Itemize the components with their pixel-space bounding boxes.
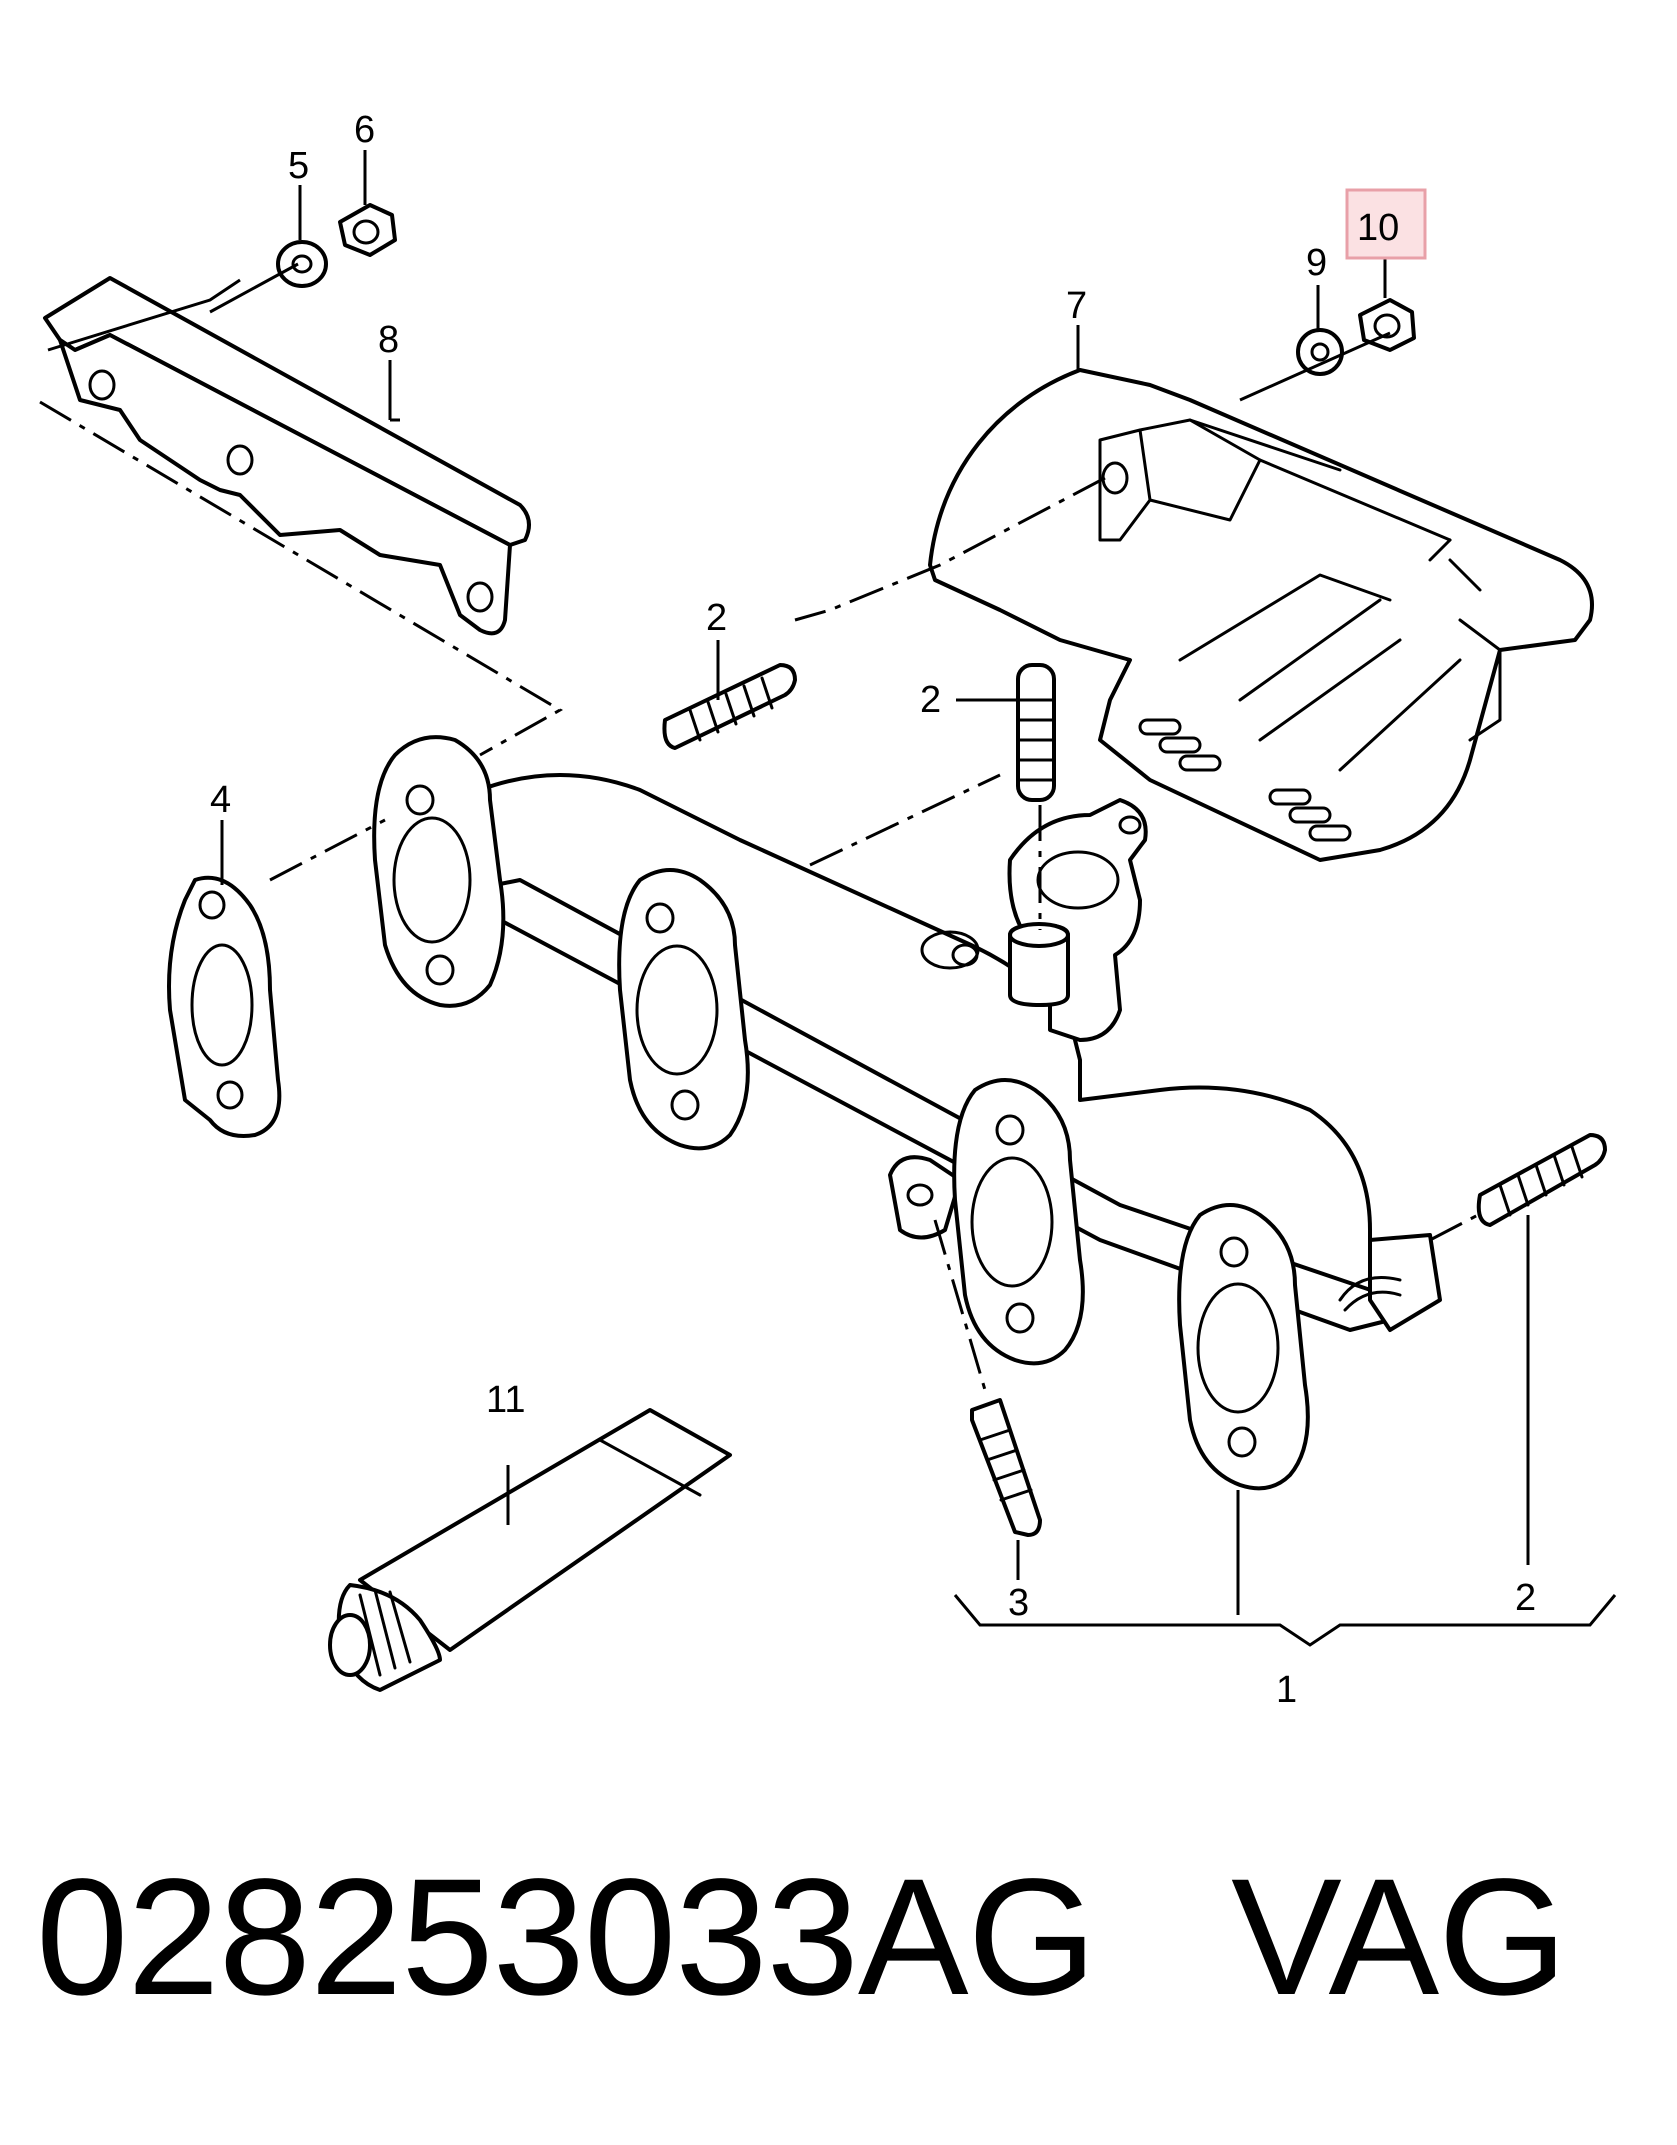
callout-1[interactable]: 1 bbox=[1276, 1669, 1297, 1711]
callout-5[interactable]: 5 bbox=[288, 145, 309, 187]
manifold-flange-3 bbox=[952, 1078, 1085, 1366]
callout-4[interactable]: 4 bbox=[210, 779, 231, 821]
leader-lines bbox=[209, 150, 1617, 1647]
nut-part-10[interactable] bbox=[1358, 298, 1416, 352]
bracket-part-8[interactable] bbox=[43, 276, 531, 636]
callout-2-vertical[interactable]: 2 bbox=[920, 679, 941, 721]
shield-ribs bbox=[1138, 718, 1352, 842]
exhaust-manifold-part-1[interactable] bbox=[372, 735, 1442, 1491]
callout-7[interactable]: 7 bbox=[1066, 285, 1087, 327]
stud-part-2-upper[interactable] bbox=[662, 663, 797, 750]
nut-part-6[interactable] bbox=[338, 203, 397, 257]
washer-part-5[interactable] bbox=[276, 240, 328, 288]
stud-part-3[interactable] bbox=[970, 1398, 1042, 1537]
assembly-lines bbox=[39, 278, 1479, 1391]
callout-labels: 1 2 2 2 3 4 5 6 7 8 9 10 11 bbox=[210, 109, 1536, 1711]
manifold-flange-2 bbox=[617, 868, 750, 1151]
callout-10[interactable]: 10 bbox=[1357, 207, 1399, 249]
callout-9[interactable]: 9 bbox=[1306, 242, 1327, 284]
manifold-flange-4 bbox=[1177, 1203, 1310, 1491]
stud-part-2-right[interactable] bbox=[1476, 1133, 1607, 1227]
washer-part-9[interactable] bbox=[1296, 328, 1344, 376]
heat-shield-part-7[interactable] bbox=[928, 368, 1594, 862]
caption: 028253033AG VAG bbox=[36, 1855, 1567, 2021]
callout-3[interactable]: 3 bbox=[1008, 1582, 1029, 1624]
gasket-part-4[interactable] bbox=[167, 875, 282, 1138]
callout-6[interactable]: 6 bbox=[354, 109, 375, 151]
highlight-box-10 bbox=[1345, 188, 1427, 260]
manifold-flange-1 bbox=[372, 735, 506, 1008]
sealant-tube-part-11[interactable] bbox=[328, 1408, 732, 1692]
callout-2-right[interactable]: 2 bbox=[1515, 1577, 1536, 1619]
stud-part-2-vertical[interactable] bbox=[1016, 663, 1056, 802]
callout-8[interactable]: 8 bbox=[378, 319, 399, 361]
callout-11[interactable]: 11 bbox=[486, 1379, 525, 1421]
part-number: 028253033AG bbox=[36, 1845, 1097, 2030]
callout-2-upper[interactable]: 2 bbox=[706, 597, 727, 639]
brand: VAG bbox=[1231, 1845, 1567, 2030]
